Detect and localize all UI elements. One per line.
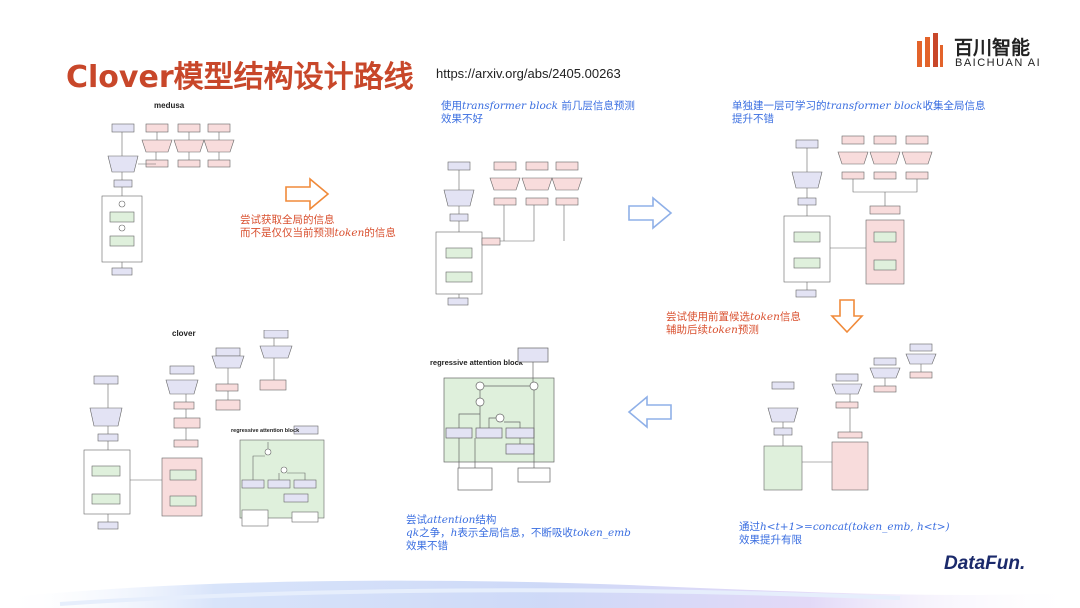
- clover-diagram: [83, 330, 325, 530]
- note-concat: 通过h<t+1>=concat(token_emb, h<t>) 效果提升有限: [739, 521, 950, 546]
- note-attention: 尝试attention结构 qk之争，h表示全局信息，不断吸收token_emb…: [406, 514, 631, 552]
- note-front-layers: 使用transformer block 前几层信息预测 效果不好: [441, 100, 635, 125]
- prior-token-diagram: [763, 343, 937, 491]
- panel-title-attention: regressive attention block: [430, 358, 523, 367]
- baichuan-logo-icon: [917, 33, 943, 67]
- right-arrow-icon: [628, 196, 673, 230]
- brand-name-en: BAICHUAN AI: [955, 57, 1042, 69]
- datafun-logo: DataFun.: [944, 553, 1026, 574]
- panel-title-clover: clover: [172, 329, 196, 338]
- right-arrow-icon: [285, 177, 330, 211]
- extra-layer-diagram: [783, 135, 933, 298]
- left-arrow-icon: [627, 395, 672, 429]
- note-extra-layer: 单独建一层可学习的transformer block收集全局信息 提升不错: [732, 100, 986, 125]
- panel-subtitle-clover-attention: regressive attention block: [231, 428, 300, 434]
- paper-url: https://arxiv.org/abs/2405.00263: [436, 66, 621, 81]
- brand-name-cn: 百川智能: [954, 37, 1031, 59]
- bottom-decoration: [0, 580, 1080, 608]
- note-global-info: 尝试获取全局的信息 而不是仅仅当前预测token的信息: [240, 214, 396, 239]
- baichuan-logo: 百川智能 BAICHUAN AI: [916, 33, 1056, 75]
- slide-title: Clover模型结构设计路线: [66, 60, 414, 95]
- medusa-diagram: [101, 123, 235, 276]
- note-prior-token: 尝试使用前置候选token信息 辅助后续token预测: [666, 311, 801, 336]
- front-layers-diagram: [435, 161, 583, 306]
- panel-title-medusa: medusa: [154, 101, 185, 110]
- attention-block-diagram: [443, 347, 555, 491]
- down-arrow-icon: [830, 299, 864, 334]
